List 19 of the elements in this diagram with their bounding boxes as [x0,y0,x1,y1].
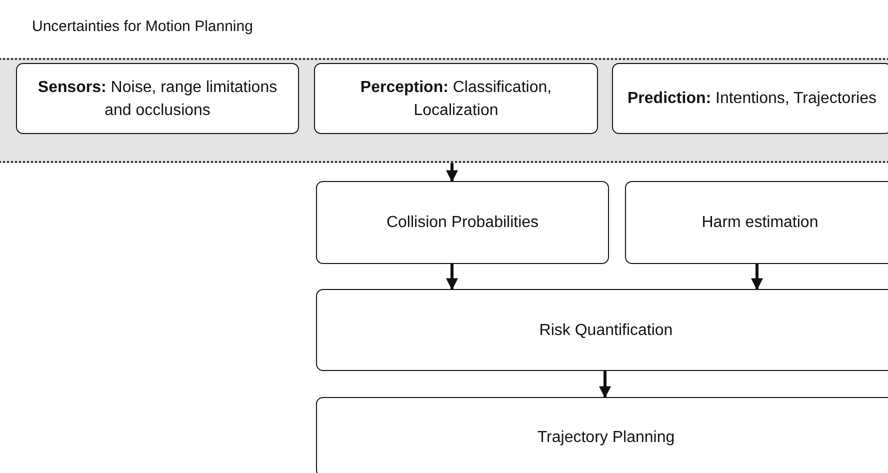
arrow [751,264,763,290]
arrow [446,163,458,182]
box-label: Sensors: Noise, range limitations and occlusions [36,78,278,120]
process-box [16,63,299,134]
process-box [316,181,609,264]
box-label: Perception: Classification, Localization [359,78,553,120]
process-box [316,289,888,371]
band-heading: Uncertainties for Motion Planning [32,18,253,35]
process-box [316,397,888,473]
box-label: Prediction: Intentions, Trajectories [628,89,876,109]
box-label: Collision Probabilities [386,213,539,233]
process-box [625,181,888,264]
arrow [446,264,458,290]
box-label: Trajectory Planning [537,428,675,448]
process-box [314,63,598,134]
box-label: Harm estimation [702,213,818,233]
arrow [599,371,611,398]
process-box [612,63,888,134]
box-label: Risk Quantification [539,320,673,340]
